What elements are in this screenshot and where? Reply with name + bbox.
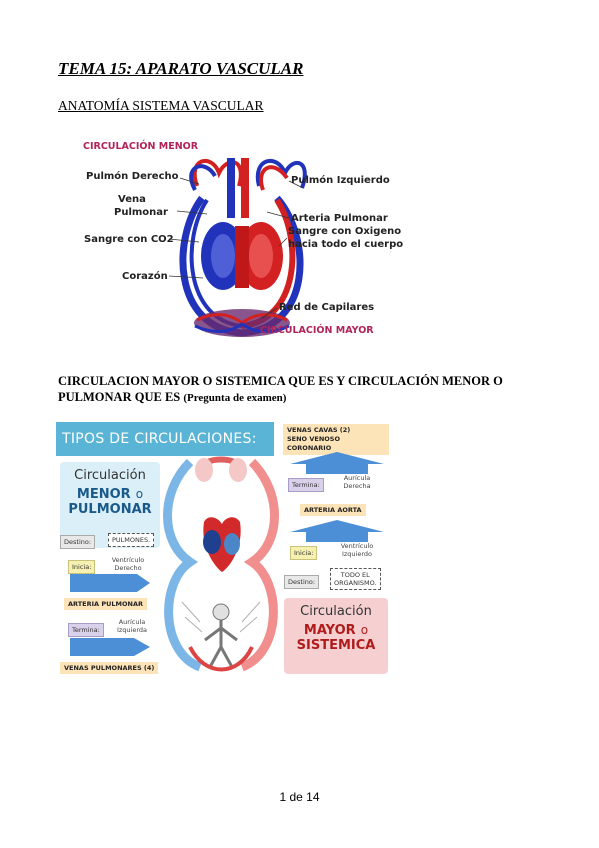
right-auricula-2: Derecha [343, 482, 371, 490]
label-arteria-pulmonar: Arteria Pulmonar [291, 213, 388, 224]
exam-question: CIRCULACION MAYOR O SISTEMICA QUE ES Y C… [58, 373, 528, 406]
mayor-line2: MAYOR [303, 623, 356, 638]
label-sangre-co2: Sangre con CO2 [84, 234, 174, 245]
menor-line3: PULMONAR [68, 502, 152, 517]
question-text: CIRCULACION MAYOR O SISTEMICA QUE ES Y C… [58, 374, 503, 404]
label-circulacion-menor: CIRCULACIÓN MENOR [83, 141, 199, 152]
right-ventriculo-2: Izquierdo [341, 550, 373, 558]
tag-termina-right: Termina: [288, 478, 324, 492]
tag-termina-left: Termina: [68, 623, 104, 637]
page-title: TEMA 15: APARATO VASCULAR [58, 59, 304, 78]
mayor-line3: SISTEMICA [296, 638, 376, 653]
tag-inicia-left: Inicia: [68, 560, 96, 574]
label-pulmon-derecho: Pulmón Derecho [86, 171, 179, 182]
circulation-illustration [168, 158, 307, 337]
menor-o: o [135, 487, 144, 501]
seno-venoso: SENO VENOSO CORONARIO [287, 435, 340, 452]
label-sangre-oxigeno-2: hacia todo el cuerpo [288, 239, 404, 250]
label-pulmon-izquierdo: Pulmón Izquierdo [291, 175, 390, 186]
arrow-up-right-1 [290, 452, 384, 474]
tag-destino-left: Destino: [60, 535, 96, 549]
circulation-types-infographic: TIPOS DE CIRCULACIONES: Circulación MENO… [56, 422, 390, 680]
menor-line2: MENOR [76, 487, 131, 502]
bar-venas-pulmonares: VENAS PULMONARES (4) [60, 662, 159, 674]
circulation-diagram: CIRCULACIÓN MENOR Pulmón Derecho Vena Pu… [77, 128, 404, 356]
arrow-up-right-2 [290, 520, 384, 542]
bar-arteria-pulmonar: ARTERIA PULMONAR [64, 598, 147, 610]
venas-cavas: VENAS CAVAS (2) [287, 426, 351, 434]
label-sangre-oxigeno-1: Sangre con Oxigeno [288, 226, 402, 237]
tag-destino-right: Destino: [284, 575, 320, 589]
circulation-body-illustration [163, 456, 279, 672]
menor-line1: Circulación [74, 468, 146, 483]
circulacion-mayor-box: Circulación MAYOR o SISTEMICA [284, 598, 388, 674]
section-subtitle: ANATOMÍA SISTEMA VASCULAR [58, 98, 264, 113]
tag-inicia-right: Inicia: [290, 546, 318, 560]
right-ventriculo-1: Ventrículo [340, 542, 374, 550]
mayor-o: o [360, 623, 369, 637]
label-vena-2: Pulmonar [114, 207, 168, 218]
label-vena-1: Vena [118, 194, 146, 205]
mayor-line1: Circulación [300, 604, 372, 619]
arrow-down-left-1 [70, 574, 150, 592]
infographic-title: TIPOS DE CIRCULACIONES: [56, 422, 274, 456]
right-auricula-1: Aurícula [343, 474, 371, 482]
left-auricula-2: Izquierda [116, 626, 148, 634]
organismo-2: ORGANISMO. [334, 579, 377, 587]
left-ventriculo-1: Ventrículo [111, 556, 145, 564]
left-auricula-1: Aurícula [118, 618, 146, 626]
page-number: 1 de 14 [279, 790, 320, 804]
arrow-down-left-2 [70, 638, 150, 656]
question-note: (Pregunta de examen) [183, 392, 287, 404]
tag-pulmones: PULMONES. [108, 533, 155, 547]
bar-venas-cavas: VENAS CAVAS (2)SENO VENOSO CORONARIO [283, 424, 389, 455]
label-circulacion-mayor: CIRCULACIÓN MAYOR [260, 325, 374, 336]
bar-arteria-aorta: ARTERIA AORTA [300, 504, 366, 516]
left-ventriculo-2: Derecho [114, 564, 142, 572]
organismo-1: TODO EL [340, 571, 370, 579]
label-red-capilares: Red de Capilares [279, 302, 375, 313]
label-corazon: Corazón [122, 271, 168, 282]
